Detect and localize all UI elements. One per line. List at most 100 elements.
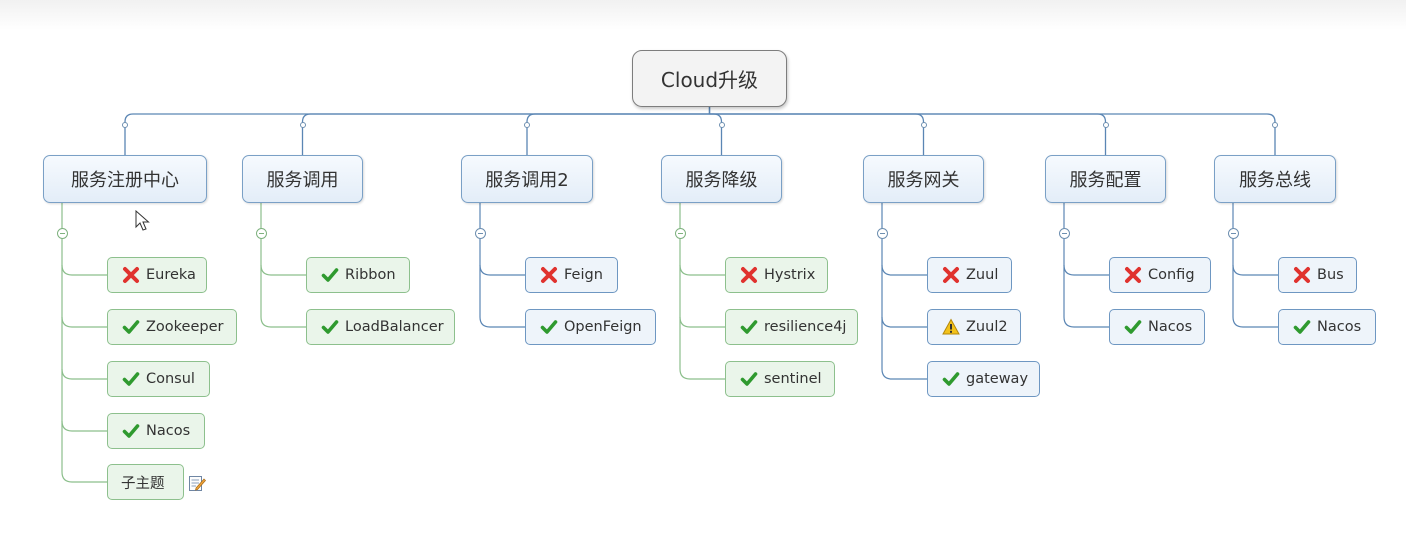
collapse-toggle-icon[interactable] bbox=[474, 228, 486, 239]
subtopic-item[interactable]: Config bbox=[1109, 257, 1211, 293]
connector-line bbox=[124, 113, 710, 155]
branch-topic[interactable]: 服务总线 bbox=[1214, 155, 1336, 203]
subtopic-label: Nacos bbox=[146, 423, 191, 439]
collapse-toggle-icon[interactable] bbox=[255, 228, 267, 239]
branch-topic-label: 服务注册中心 bbox=[71, 170, 179, 191]
subtopic-label: Nacos bbox=[1317, 319, 1362, 335]
subtopic-label: resilience4j bbox=[764, 319, 847, 335]
red-cross-icon bbox=[1123, 265, 1143, 285]
subtopic-item[interactable]: Hystrix bbox=[725, 257, 828, 293]
subtopic-label: Ribbon bbox=[345, 267, 396, 283]
branch-junction-dot bbox=[524, 122, 530, 128]
green-check-icon bbox=[1123, 317, 1143, 337]
subtopic-item[interactable]: Bus bbox=[1278, 257, 1357, 293]
subtopic-label: Consul bbox=[146, 371, 195, 387]
connector-line bbox=[61, 316, 107, 328]
subtopic-label: Zuul2 bbox=[966, 319, 1008, 335]
branch-topic-label: 服务调用2 bbox=[485, 170, 569, 191]
connector-line bbox=[1063, 316, 1109, 328]
connector-line bbox=[679, 264, 725, 276]
branch-topic-label: 服务调用 bbox=[266, 170, 339, 191]
branch-junction-dot bbox=[1272, 122, 1278, 128]
green-check-icon bbox=[739, 369, 759, 389]
collapse-toggle-icon[interactable] bbox=[1058, 228, 1070, 239]
subtopic-label: Feign bbox=[564, 267, 603, 283]
red-cross-icon bbox=[1292, 265, 1312, 285]
branch-topic-label: 服务网关 bbox=[887, 170, 960, 191]
connector-line bbox=[881, 368, 927, 380]
subtopic-item[interactable]: 子主题 bbox=[107, 464, 184, 500]
subtopic-label: OpenFeign bbox=[564, 319, 642, 335]
branch-topic[interactable]: 服务调用 bbox=[242, 155, 363, 203]
subtopic-item[interactable]: Ribbon bbox=[306, 257, 410, 293]
connector-line bbox=[1063, 264, 1109, 276]
subtopic-label: LoadBalancer bbox=[345, 319, 444, 335]
collapse-toggle-icon[interactable] bbox=[1227, 228, 1239, 239]
connector-line bbox=[1232, 316, 1278, 328]
subtopic-item[interactable]: Nacos bbox=[1278, 309, 1376, 345]
subtopic-item[interactable]: Consul bbox=[107, 361, 210, 397]
subtopic-label: gateway bbox=[966, 371, 1029, 387]
connector-line bbox=[301, 113, 710, 155]
subtopic-item[interactable]: Nacos bbox=[1109, 309, 1205, 345]
green-check-icon bbox=[1292, 317, 1312, 337]
branch-topic[interactable]: 服务配置 bbox=[1045, 155, 1166, 203]
subtopic-label: 子主题 bbox=[121, 475, 165, 492]
subtopic-label: Nacos bbox=[1148, 319, 1193, 335]
subtopic-label: Hystrix bbox=[764, 267, 816, 283]
subtopic-item[interactable]: Zuul2 bbox=[927, 309, 1021, 345]
red-cross-icon bbox=[121, 265, 141, 285]
connector-line bbox=[881, 264, 927, 276]
branch-junction-dot bbox=[1102, 122, 1109, 128]
root-topic[interactable]: Cloud升级 bbox=[632, 50, 787, 107]
subtopic-item[interactable]: Nacos bbox=[107, 413, 205, 449]
connector-line bbox=[61, 471, 107, 483]
connector-line bbox=[709, 113, 1276, 155]
connector-line bbox=[260, 264, 306, 276]
window-top-shadow bbox=[0, 0, 1406, 30]
connector-line bbox=[709, 113, 1107, 155]
green-check-icon bbox=[941, 369, 961, 389]
branch-junction-dot bbox=[718, 122, 725, 128]
collapse-toggle-icon[interactable] bbox=[56, 228, 68, 239]
connector-line bbox=[526, 113, 710, 155]
branch-topic[interactable]: 服务降级 bbox=[661, 155, 782, 203]
green-check-icon bbox=[121, 369, 141, 389]
green-check-icon bbox=[121, 317, 141, 337]
connector-line bbox=[260, 316, 306, 328]
connector-line bbox=[61, 368, 107, 380]
branch-topic[interactable]: 服务网关 bbox=[863, 155, 984, 203]
mouse-pointer-icon bbox=[135, 210, 150, 231]
subtopic-item[interactable]: Feign bbox=[525, 257, 618, 293]
warning-triangle-icon bbox=[941, 317, 961, 337]
connector-line bbox=[881, 316, 927, 328]
branch-topic[interactable]: 服务注册中心 bbox=[43, 155, 207, 203]
subtopic-label: Zuul bbox=[966, 267, 999, 283]
subtopic-item[interactable]: LoadBalancer bbox=[306, 309, 455, 345]
subtopic-item[interactable]: OpenFeign bbox=[525, 309, 656, 345]
subtopic-item[interactable]: Zookeeper bbox=[107, 309, 237, 345]
subtopic-item[interactable]: resilience4j bbox=[725, 309, 858, 345]
subtopic-item[interactable]: sentinel bbox=[725, 361, 835, 397]
red-cross-icon bbox=[739, 265, 759, 285]
branch-topic-label: 服务降级 bbox=[685, 170, 758, 191]
note-edit-icon[interactable] bbox=[188, 474, 206, 492]
green-check-icon bbox=[539, 317, 559, 337]
green-check-icon bbox=[121, 421, 141, 441]
subtopic-item[interactable]: Zuul bbox=[927, 257, 1012, 293]
subtopic-label: Config bbox=[1148, 267, 1195, 283]
connector-line bbox=[679, 368, 725, 380]
collapse-toggle-icon[interactable] bbox=[876, 228, 888, 239]
connector-line bbox=[61, 264, 107, 276]
branch-topic[interactable]: 服务调用2 bbox=[461, 155, 593, 203]
green-check-icon bbox=[320, 265, 340, 285]
branch-topic-label: 服务总线 bbox=[1239, 170, 1311, 191]
red-cross-icon bbox=[941, 265, 961, 285]
subtopic-item[interactable]: Eureka bbox=[107, 257, 207, 293]
collapse-toggle-icon[interactable] bbox=[674, 228, 686, 239]
root-topic-label: Cloud升级 bbox=[660, 68, 759, 92]
connector-line bbox=[479, 264, 525, 276]
subtopic-item[interactable]: gateway bbox=[927, 361, 1040, 397]
subtopic-label: Zookeeper bbox=[146, 319, 224, 335]
